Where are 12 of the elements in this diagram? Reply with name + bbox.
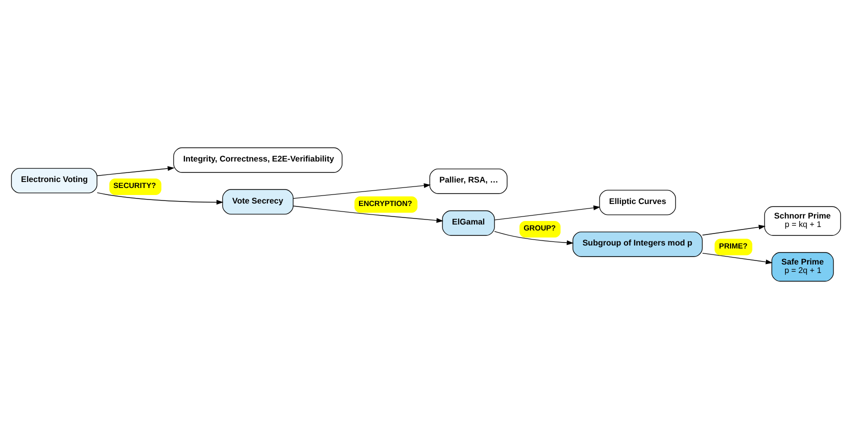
arrow: [293, 183, 431, 199]
arrow: [494, 231, 574, 246]
edge-label: SECURITY?: [113, 181, 156, 190]
arrow: [702, 252, 773, 264]
edge-label: ENCRYPTION?: [358, 198, 412, 208]
arrow: [702, 224, 766, 236]
arrow: [96, 166, 175, 176]
arrow: [96, 192, 224, 205]
edge-label: PRIME?: [719, 241, 748, 250]
arrow: [494, 205, 600, 220]
arrow: [292, 206, 444, 223]
edge-label: GROUP?: [524, 223, 556, 232]
